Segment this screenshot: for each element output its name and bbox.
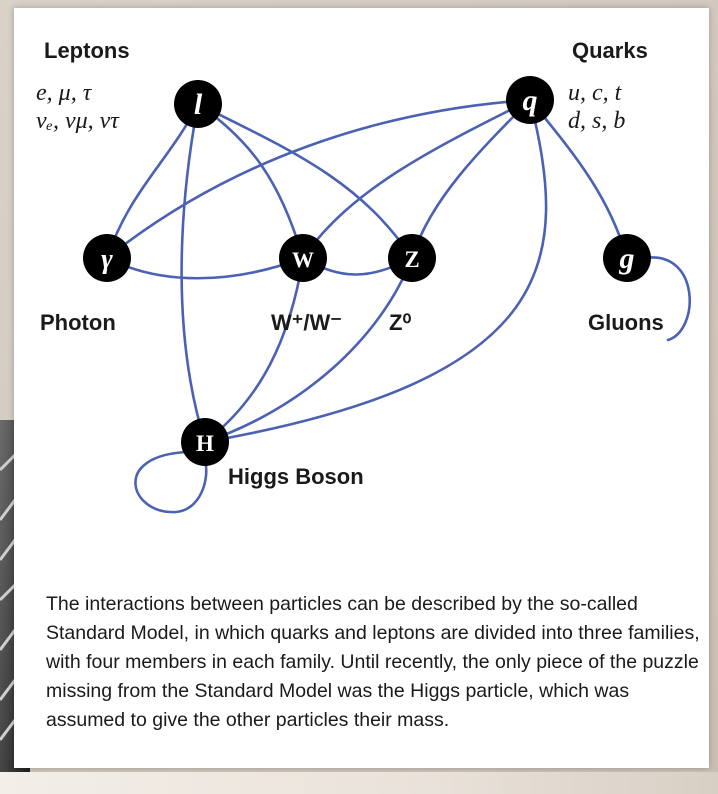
label-higgs-boson: Higgs Boson [228,464,364,489]
quark-symbols-line2: d, s, b [568,108,625,134]
label-z-boson: Z⁰ [389,310,411,335]
bottom-strip [0,772,718,794]
lepton-symbols-line1: e, μ, τ [36,80,93,106]
node-w-boson: W [279,234,327,282]
edge-quark-w [303,100,530,258]
node-lepton-letter: l [194,88,203,121]
node-quark: q [506,76,554,124]
standard-model-diagram: l q γ W Z g H Leptons Quarks Photon W⁺/W… [0,0,718,540]
node-w-letter: W [292,247,314,272]
node-z-boson: Z [388,234,436,282]
label-photon: Photon [40,310,116,335]
node-photon: γ [83,234,131,282]
node-gluon-letter: g [619,242,635,275]
edge-quark-z [412,100,530,258]
edge-quark-photon [107,100,530,258]
node-quark-letter: q [523,84,538,117]
quark-symbols-line1: u, c, t [568,80,623,106]
edge-photon-w [107,258,303,278]
edge-w-higgs [205,258,303,442]
node-lepton: l [174,80,222,128]
label-leptons: Leptons [44,38,130,63]
node-higgs-letter: H [196,431,214,456]
node-gluon: g [603,234,651,282]
caption-paragraph: The interactions between particles can b… [46,590,706,735]
node-higgs: H [181,418,229,466]
node-photon-letter: γ [101,244,113,275]
label-w-boson: W⁺/W⁻ [271,310,342,335]
edge-lepton-photon [107,104,198,258]
lepton-symbols-line2: νₑ, νμ, ντ [36,108,120,134]
label-gluons: Gluons [588,310,664,335]
edge-lepton-w [198,104,303,258]
node-z-letter: Z [404,247,419,272]
edge-lepton-higgs [182,104,205,442]
label-quarks: Quarks [572,38,648,63]
